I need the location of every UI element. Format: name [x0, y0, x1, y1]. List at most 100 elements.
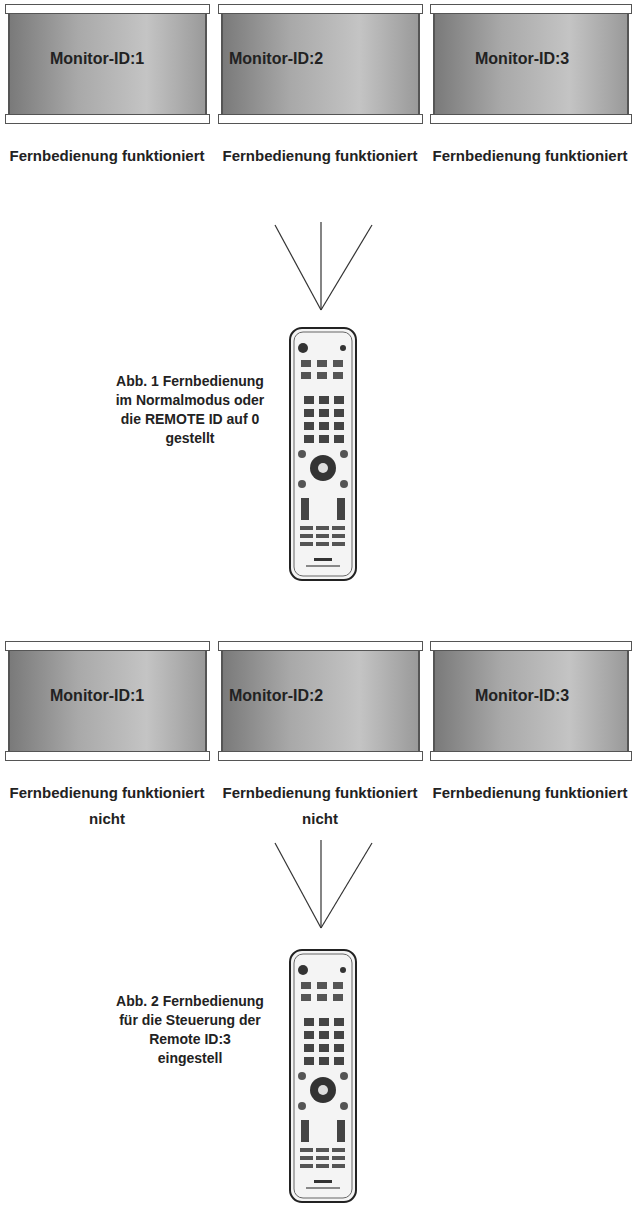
- button: [340, 1072, 348, 1080]
- status-label: Fernbedienung funktioniert nicht: [7, 780, 207, 832]
- monitor-id: Monitor-ID:1: [50, 687, 144, 705]
- monitor: Monitor-ID:3: [430, 641, 632, 761]
- button: [317, 982, 327, 989]
- button: [300, 1156, 313, 1160]
- monitor-id: Monitor-ID:3: [475, 50, 569, 68]
- remote-edge: [294, 954, 352, 1198]
- d-pad-center: [318, 463, 328, 473]
- button: [300, 534, 313, 538]
- monitor-frame: [5, 114, 210, 124]
- button: [332, 1156, 345, 1160]
- button: [300, 526, 313, 530]
- button: [304, 409, 314, 417]
- monitor-frame: [5, 751, 210, 761]
- status-label: Fernbedienung funktioniert nicht: [220, 780, 420, 832]
- remote-body: [290, 328, 356, 580]
- button: [333, 994, 343, 1001]
- button: [334, 1044, 344, 1052]
- monitor-screen: Monitor-ID:3: [433, 651, 629, 751]
- button: [316, 534, 329, 538]
- button: [332, 526, 345, 530]
- button: [319, 1057, 329, 1065]
- remote-control: [290, 328, 356, 580]
- monitor-frame: [218, 4, 423, 14]
- monitor: Monitor-ID:2: [218, 4, 423, 124]
- button: [317, 360, 327, 367]
- button: [316, 526, 329, 530]
- button: [333, 982, 343, 989]
- monitor-frame: [430, 641, 632, 651]
- d-pad-center: [318, 1085, 328, 1095]
- button: [319, 409, 329, 417]
- button: [319, 396, 329, 404]
- button: [319, 1018, 329, 1026]
- figure-caption: Abb. 1 Fernbedienung im Normalmodus oder…: [115, 372, 265, 448]
- button: [319, 422, 329, 430]
- status-label: Fernbedienung funktioniert: [430, 143, 630, 169]
- d-pad: [310, 1077, 336, 1103]
- rocker-button: [337, 1120, 345, 1142]
- monitor: Monitor-ID:1: [5, 4, 210, 124]
- monitor-frame: [430, 4, 632, 14]
- status-label: Fernbedienung funktioniert: [220, 143, 420, 169]
- monitor-id: Monitor-ID:2: [229, 687, 323, 705]
- button: [316, 1164, 329, 1168]
- monitor-frame: [430, 114, 632, 124]
- rocker-button: [301, 498, 309, 520]
- button: [298, 1102, 306, 1110]
- rocker-button: [301, 1120, 309, 1142]
- button: [319, 435, 329, 443]
- monitor: Monitor-ID:1: [5, 641, 210, 761]
- monitor-frame: [218, 751, 423, 761]
- button: [301, 994, 311, 1001]
- button: [298, 1072, 306, 1080]
- monitor-screen: Monitor-ID:1: [8, 14, 207, 114]
- button: [334, 422, 344, 430]
- button: [334, 1057, 344, 1065]
- button: [319, 1031, 329, 1039]
- remote-control: [290, 950, 356, 1202]
- status-label: Fernbedienung funktioniert: [7, 143, 207, 169]
- figure-caption: Abb. 2 Fernbedienung für die Steuerung d…: [115, 992, 265, 1068]
- button: [316, 1148, 329, 1152]
- button: [340, 480, 348, 488]
- monitor-frame: [5, 641, 210, 651]
- button: [304, 1057, 314, 1065]
- button: [332, 1164, 345, 1168]
- button: [334, 435, 344, 443]
- button: [333, 360, 343, 367]
- button: [300, 1164, 313, 1168]
- monitor-id: Monitor-ID:3: [475, 687, 569, 705]
- button: [298, 480, 306, 488]
- button: [334, 1018, 344, 1026]
- button: [304, 1018, 314, 1026]
- remote-edge: [294, 332, 352, 576]
- monitor-screen: Monitor-ID:3: [433, 14, 629, 114]
- rocker-button: [337, 498, 345, 520]
- power-button: [298, 965, 308, 975]
- monitor-id: Monitor-ID:1: [50, 50, 144, 68]
- button: [340, 450, 348, 458]
- button: [300, 542, 313, 546]
- logo-mark: [314, 558, 332, 561]
- monitor-frame: [5, 4, 210, 14]
- power-button: [298, 343, 308, 353]
- button: [332, 534, 345, 538]
- button: [304, 435, 314, 443]
- monitor-screen: Monitor-ID:2: [221, 651, 420, 751]
- button: [301, 360, 311, 367]
- monitor-screen: Monitor-ID:1: [8, 651, 207, 751]
- monitor-frame: [430, 751, 632, 761]
- monitor-screen: Monitor-ID:2: [221, 14, 420, 114]
- button: [317, 994, 327, 1001]
- button: [332, 542, 345, 546]
- model-mark: [306, 565, 340, 567]
- button: [301, 372, 311, 379]
- button: [301, 982, 311, 989]
- button: [300, 1148, 313, 1152]
- button: [333, 372, 343, 379]
- button: [334, 396, 344, 404]
- monitor: Monitor-ID:2: [218, 641, 423, 761]
- monitor: Monitor-ID:3: [430, 4, 632, 124]
